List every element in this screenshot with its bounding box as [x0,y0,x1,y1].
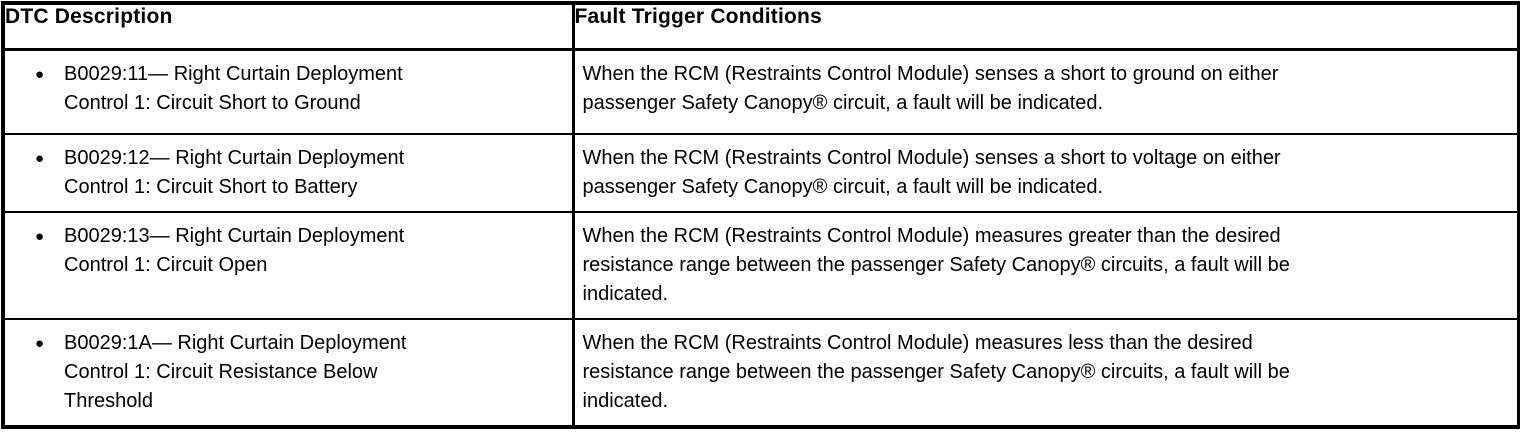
col-header-dtc-description: DTC Description [2,2,575,51]
fault-line: When the RCM (Restraints Control Module)… [582,62,1279,85]
fault-line: resistance range between the passenger S… [582,254,1290,276]
fault-line: When the RCM (Restraints Control Module)… [582,332,1253,354]
dtc-cell: ● B0029:1A— Right Curtain Deployment Con… [2,318,575,428]
dtc-line: Control 1: Circuit Open [64,254,268,276]
dtc-line: Threshold [64,390,153,412]
fault-line: indicated. [582,390,669,412]
fault-cell: When the RCM (Restraints Control Module)… [572,211,1520,320]
fault-cell: When the RCM (Restraints Control Module)… [572,318,1520,428]
dtc-line: B0029:11— Right Curtain Deployment [64,62,403,85]
fault-line: indicated. [582,283,669,305]
dtc-line: Control 1: Circuit Resistance Below [64,361,378,383]
fault-cell: When the RCM (Restraints Control Module)… [572,133,1520,213]
fault-line: When the RCM (Restraints Control Module)… [582,225,1281,247]
table-row: ● B0029:11— Right Curtain Deployment Con… [2,48,1520,135]
dtc-cell: ● B0029:11— Right Curtain Deployment Con… [2,48,575,135]
bullet-icon: ● [35,150,45,167]
dtc-line: Control 1: Circuit Short to Ground [64,91,361,114]
col-header-fault-trigger-conditions: Fault Trigger Conditions [572,2,1520,51]
dtc-line: B0029:12— Right Curtain Deployment [64,147,405,169]
bullet-icon: ● [35,228,45,245]
table-row: ● B0029:1A— Right Curtain Deployment Con… [2,318,1520,428]
table-header-row: DTC Description Fault Trigger Conditions [2,2,1520,51]
dtc-cell: ● B0029:13— Right Curtain Deployment Con… [2,211,575,320]
fault-line: passenger Safety Canopy® circuit, a faul… [582,176,1104,198]
bullet-icon: ● [35,335,45,352]
fault-line: passenger Safety Canopy® circuit, a faul… [582,91,1104,114]
dtc-line: Control 1: Circuit Short to Battery [64,176,358,198]
bullet-icon: ● [35,65,45,83]
table-row: ● B0029:13— Right Curtain Deployment Con… [2,211,1520,320]
table-row: ● B0029:12— Right Curtain Deployment Con… [2,133,1520,213]
dtc-line: B0029:1A— Right Curtain Deployment [64,332,407,354]
fault-line: resistance range between the passenger S… [582,361,1290,383]
dtc-cell: ● B0029:12— Right Curtain Deployment Con… [2,133,575,213]
fault-line: When the RCM (Restraints Control Module)… [582,147,1281,169]
fault-cell: When the RCM (Restraints Control Module)… [572,48,1520,135]
dtc-line: B0029:13— Right Curtain Deployment [64,225,405,247]
